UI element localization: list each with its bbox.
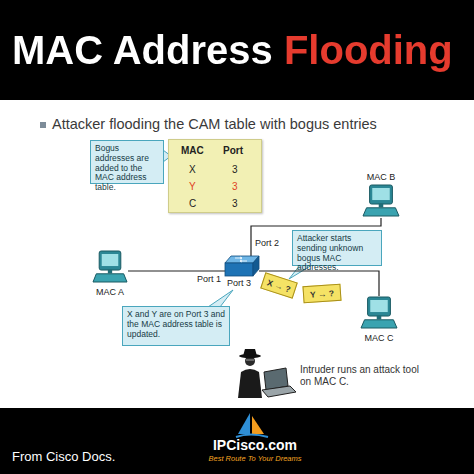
frame-label: Y → ? [310, 288, 335, 300]
bullet-text: Attacker flooding the CAM table with bog… [52, 116, 462, 132]
source-note: From Cisco Docs. [12, 449, 162, 464]
intruder-glasses [246, 359, 254, 361]
callout-box: X and Y are on Port 3 and the MAC addres… [122, 306, 230, 346]
table-cell: 3 [232, 164, 238, 175]
page-title: MAC Address Flooding [12, 27, 453, 73]
keyboard-base [361, 320, 397, 328]
pc-icon: MAC A [92, 250, 128, 284]
logo-sail [238, 413, 250, 434]
intruder-body [238, 369, 262, 398]
monitor-screen [370, 300, 387, 312]
table-cell: C [189, 198, 196, 209]
pc-drawing [362, 184, 400, 218]
callout-text: X and Y are on Port 3 and the MAC addres… [127, 310, 225, 339]
footer-band [0, 408, 474, 474]
callout-box: Bogus addresses are added to the MAC add… [90, 140, 164, 184]
frame-envelope: X → ? [260, 272, 298, 299]
note-text: Intruder runs an attack tool on MAC C. [300, 364, 422, 388]
switch-arrows [235, 257, 247, 262]
frame-envelope: Y → ? [302, 284, 341, 304]
switch-front [225, 263, 253, 276]
table-cell: X [189, 164, 196, 175]
brand-tagline: Best Route To Your Dreams [185, 454, 325, 463]
keyboard-base [93, 274, 127, 282]
monitor-stand [377, 315, 382, 319]
pc-icon: MAC C [360, 296, 398, 330]
title-band [0, 0, 474, 100]
switch-icon: Port 1Port 2Port 3 [225, 256, 259, 276]
monitor-frame [368, 297, 391, 316]
logo-wave [236, 435, 268, 438]
pc-icon: MAC B [362, 184, 400, 218]
table-cell: Y [189, 181, 196, 192]
table-cell: MAC [181, 145, 204, 156]
mac-table: MACPortX3Y3C3 [168, 139, 262, 213]
host-label: MAC B [367, 172, 396, 182]
host-label: MAC A [96, 287, 124, 297]
laptop-base [262, 386, 296, 397]
switch-side [253, 256, 259, 276]
pc-drawing [360, 296, 398, 330]
port-label: Port 2 [255, 238, 279, 248]
link-line [128, 270, 225, 271]
bullet-square [40, 122, 46, 128]
callout-box: Attacker starts sending unknown bogus MA… [292, 230, 382, 266]
monitor-stand [379, 203, 384, 207]
monitor-screen [372, 188, 389, 200]
table-cell: 3 [232, 181, 238, 192]
table-cell: 3 [232, 198, 238, 209]
callout-text: Bogus addresses are added to the MAC add… [95, 144, 159, 193]
callout-text: Attacker starts sending unknown bogus MA… [297, 234, 377, 273]
brand-name: IPCisco.com [185, 437, 325, 453]
port-label: Port 3 [227, 278, 251, 288]
logo-sail [252, 416, 264, 434]
table-cell: Port [223, 145, 243, 156]
port-label: Port 1 [197, 274, 221, 284]
keyboard-base [363, 208, 399, 216]
monitor-frame [99, 251, 121, 270]
frame-label: X → ? [266, 277, 292, 294]
pc-drawing [92, 250, 128, 284]
monitor-stand [108, 269, 112, 273]
callout-tail [208, 290, 233, 307]
monitor-frame [370, 185, 393, 204]
switch-drawing [225, 256, 259, 276]
host-label: MAC C [365, 333, 394, 343]
monitor-screen [102, 254, 119, 266]
intruder-hat-brim [239, 354, 261, 358]
